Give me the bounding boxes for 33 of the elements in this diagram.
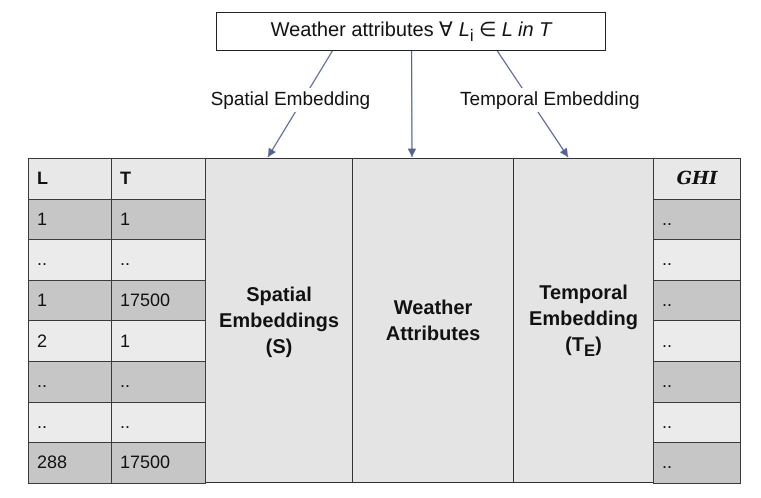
- table-cell: ..: [28, 239, 112, 281]
- table-cell: 288: [28, 442, 112, 484]
- column-label: Temporal Embedding (T$_{E}$): [528, 280, 639, 362]
- column-label: Spatial Embeddings (S): [218, 282, 340, 360]
- table-cell: ..: [111, 239, 206, 281]
- table-cell: ..: [28, 402, 112, 444]
- table-cell: ..: [28, 361, 112, 403]
- column-header: L: [28, 158, 112, 200]
- table-cell: 1: [111, 198, 206, 240]
- table-cell: ..: [653, 320, 741, 362]
- table-cell: 1: [111, 320, 206, 362]
- table-cell: ..: [111, 361, 206, 403]
- table-cell: 17500: [111, 442, 206, 484]
- table-cell: ..: [653, 280, 741, 322]
- table-cell: 17500: [111, 280, 206, 322]
- table-cell: 1: [28, 280, 112, 322]
- column-label: Weather Attributes: [384, 296, 482, 346]
- arrow: [408, 51, 416, 157]
- column-header: GHI: [653, 158, 741, 200]
- table-column: [352, 158, 514, 483]
- attribute-box: [216, 12, 606, 51]
- table-cell: 1: [28, 198, 112, 240]
- table-cell: ..: [653, 361, 741, 403]
- table-cell: ..: [653, 402, 741, 444]
- table-cell: ..: [653, 198, 741, 240]
- table-cell: ..: [111, 402, 206, 444]
- table-column: [205, 158, 353, 483]
- table-cell: 2: [28, 320, 112, 362]
- table-column: [513, 158, 654, 483]
- table-cell: ..: [653, 442, 741, 484]
- table-cell: ..: [653, 239, 741, 281]
- box-label: Weather attributes ∀ L$_{i}$ ∈ L in T: [270, 18, 552, 46]
- column-header: T: [111, 158, 206, 200]
